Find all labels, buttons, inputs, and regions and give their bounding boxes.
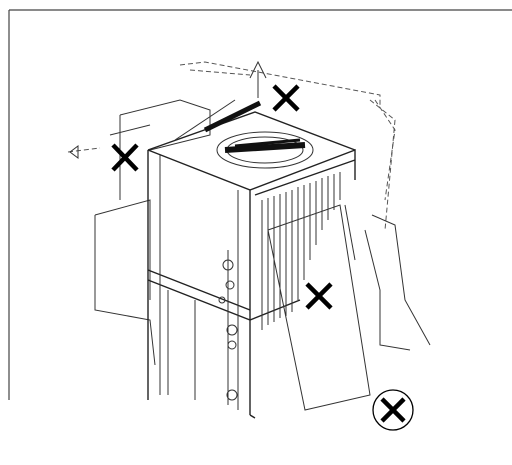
left-obstacle (67, 99, 211, 366)
front-panel (267, 204, 371, 411)
x-mark-icon (272, 84, 300, 112)
frame (8, 9, 512, 400)
rear-obstruction (179, 61, 396, 231)
unit-body (147, 111, 356, 419)
circled-x-mark-icon (372, 389, 414, 431)
x-mark-icon (305, 282, 333, 310)
fan-grille (174, 99, 314, 169)
coil-fins (254, 159, 356, 330)
x-mark-icon (111, 143, 139, 172)
pipe-fittings (218, 259, 238, 401)
airflow-arrow (249, 60, 267, 98)
right-duct (364, 99, 431, 351)
